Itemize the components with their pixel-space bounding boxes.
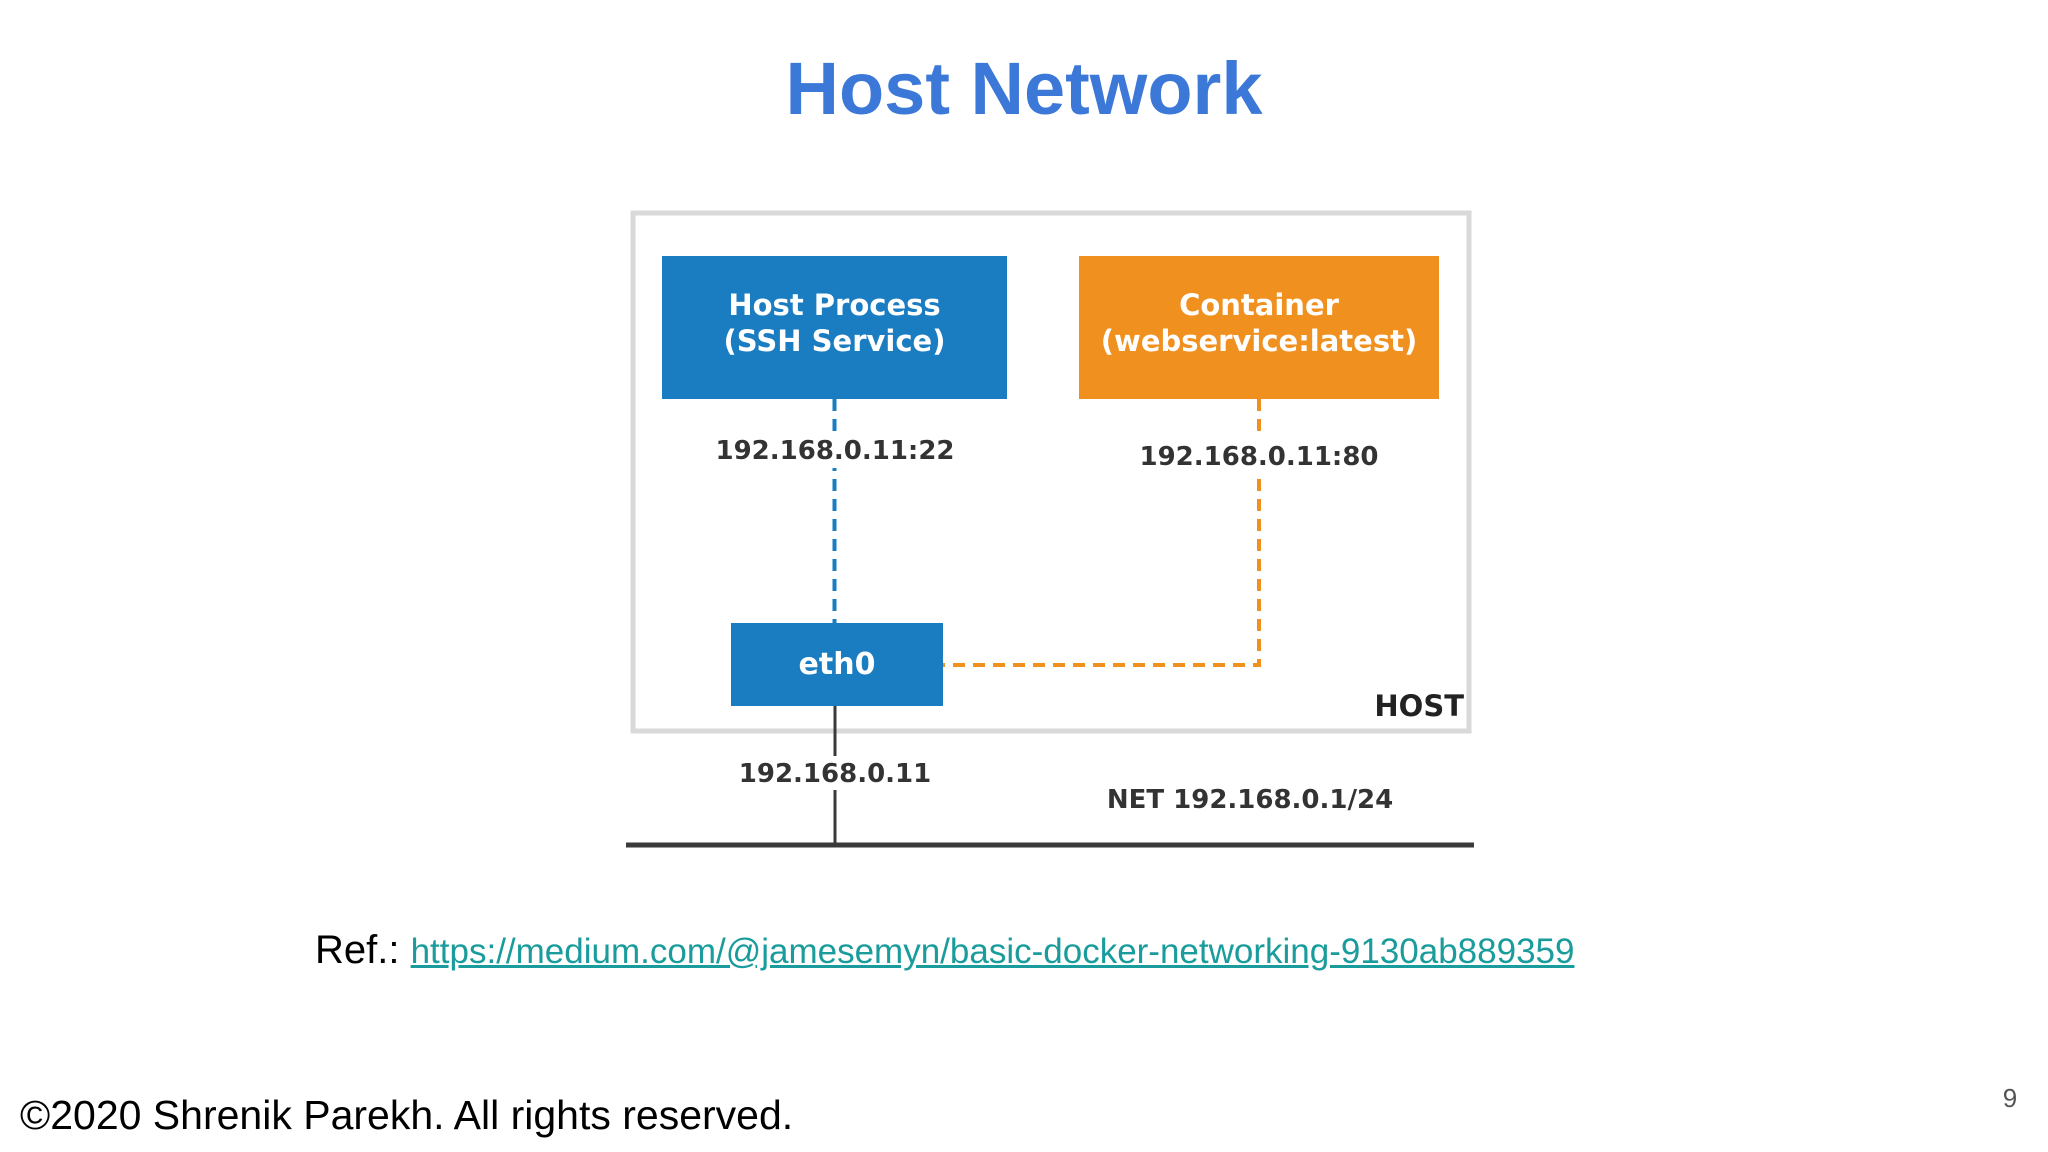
host-process-box bbox=[662, 256, 1007, 399]
container-link bbox=[942, 399, 1261, 667]
container-address-bg bbox=[1150, 438, 1368, 474]
eth0-box bbox=[731, 623, 943, 706]
eth0-address-bg bbox=[745, 756, 925, 790]
reference-prefix: Ref.: bbox=[315, 928, 411, 972]
eth0-address: 192.168.0.11 bbox=[739, 759, 931, 789]
host-process-label-line1: Host Process bbox=[728, 288, 940, 322]
host-process-address-bg bbox=[726, 432, 944, 468]
host-process-label-line2: (SSH Service) bbox=[724, 324, 946, 358]
host-process-address: 192.168.0.11:22 bbox=[715, 436, 954, 466]
container-address: 192.168.0.11:80 bbox=[1139, 442, 1378, 472]
host-label: HOST bbox=[1374, 689, 1464, 723]
network-label: NET 192.168.0.1/24 bbox=[1107, 785, 1393, 815]
reference-link[interactable]: https://medium.com/@jamesemyn/basic-dock… bbox=[410, 932, 1575, 971]
container-label-line1: Container bbox=[1179, 288, 1340, 322]
copyright-footer: ©2020 Shrenik Parekh. All rights reserve… bbox=[20, 1092, 794, 1138]
eth0-label: eth0 bbox=[799, 647, 876, 682]
container-label-line2: (webservice:latest) bbox=[1101, 324, 1417, 358]
reference-line: Ref.: https://medium.com/@jamesemyn/basi… bbox=[315, 926, 1574, 976]
container-box bbox=[1079, 256, 1439, 399]
page-number: 9 bbox=[2002, 1083, 2018, 1113]
slide-title: Host Network bbox=[785, 47, 1263, 130]
